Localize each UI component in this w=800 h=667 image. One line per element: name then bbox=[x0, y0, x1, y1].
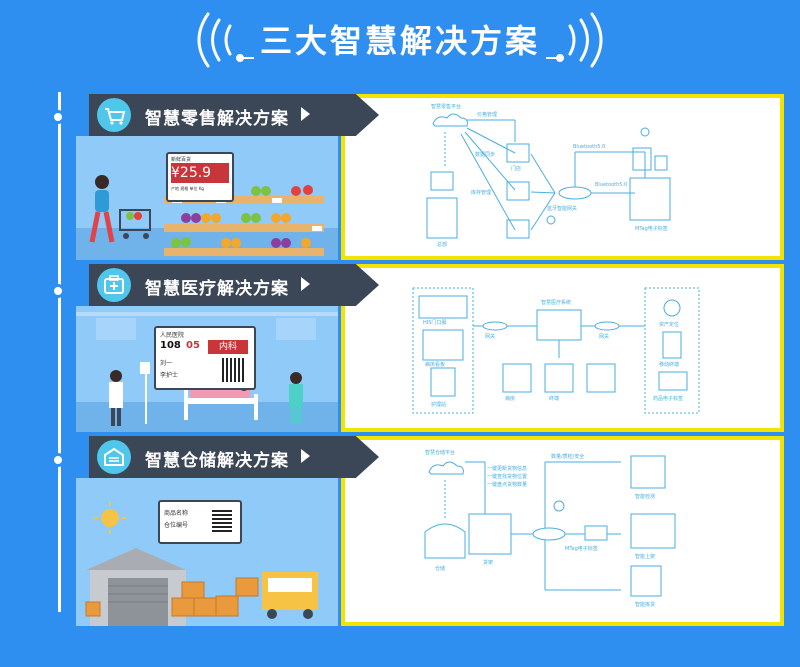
retail-bluetooth-label-2: Bluetooth5.0 bbox=[595, 182, 627, 188]
retail-mtag-label: MTag电子标签 bbox=[635, 225, 668, 232]
tag-bed-number: 108 bbox=[160, 340, 181, 351]
warehouse-store-label: 仓储 bbox=[435, 565, 445, 572]
esl-shelf-tag: 商品名称 仓位编号 bbox=[158, 500, 242, 544]
tag-line: 仓位编号 bbox=[164, 522, 189, 529]
retail-illustration: 新鲜百货 ¥25.9 产地 规格 单位 Kg bbox=[76, 136, 338, 260]
medical-illustration: 人民医院 108 05 内科 刘一 李护士 bbox=[76, 306, 338, 432]
shopping-cart-icon bbox=[97, 98, 131, 132]
warehouse-shelf-label: 货架 bbox=[483, 559, 493, 566]
banner-warehouse[interactable]: 智慧仓储解决方案 bbox=[89, 436, 379, 478]
section-warehouse: 商品名称 仓位编号 bbox=[76, 436, 784, 628]
chevron-right-icon bbox=[301, 107, 310, 121]
tag-department: 内科 bbox=[208, 340, 248, 354]
medical-kit-icon bbox=[97, 268, 131, 302]
nurse-figure bbox=[289, 372, 303, 424]
tag-line: 商品名称 bbox=[164, 510, 189, 517]
section-medical: 人民医院 108 05 内科 刘一 李护士 bbox=[76, 264, 784, 434]
tag-price: ¥25.9 bbox=[171, 163, 229, 183]
warehouse-note: 一键查找货物位置 bbox=[487, 473, 527, 480]
shopper-figure bbox=[89, 175, 151, 243]
warehouse-note: 一键更新货物信息 bbox=[487, 465, 527, 472]
tag-store-name: 新鲜百货 bbox=[171, 157, 192, 163]
timeline-dot bbox=[51, 453, 65, 467]
warehouse-put-label: 智能上架 bbox=[635, 553, 655, 560]
warehouse-flow-label: 数量/质检/安全 bbox=[551, 453, 584, 460]
retail-network-diagram: 智慧零售平台 总部 蓝牙智能网关 门店 Bluetooth5.0 Bluetoo… bbox=[426, 103, 671, 248]
truck-figure bbox=[262, 572, 318, 619]
warehouse-diagram: 智慧仓储平台 一键更新货物信息 一键查找货物位置 一键盘点货物数量 仓储 货架 … bbox=[341, 436, 784, 626]
banner-retail[interactable]: 智慧零售解决方案 bbox=[89, 94, 379, 136]
chevron-right-icon bbox=[301, 449, 310, 463]
retail-link-label: 库存管理 bbox=[471, 189, 491, 196]
chevron-right-icon bbox=[301, 277, 310, 291]
warehouse-note: 一键盘点货物数量 bbox=[487, 481, 527, 488]
retail-hq-label: 总部 bbox=[437, 241, 447, 248]
signal-decoration-icon bbox=[197, 12, 603, 68]
retail-link-label: 数据同步 bbox=[475, 151, 495, 158]
section-title: 智慧仓储解决方案 bbox=[145, 451, 289, 471]
tag-patient: 刘一 bbox=[160, 360, 173, 367]
warehouse-mtag-label: MTag电子标签 bbox=[565, 545, 598, 552]
qr-code-icon bbox=[212, 510, 232, 532]
medical-room-label: 病房 bbox=[505, 395, 515, 402]
warehouse-check-label: 智能检测 bbox=[635, 493, 655, 500]
warehouse-pick-label: 智能拣货 bbox=[635, 601, 655, 608]
warehouse-icon bbox=[97, 440, 131, 474]
tag-specs: 产地 规格 单位 Kg bbox=[171, 186, 204, 191]
warehouse-illustration: 商品名称 仓位编号 bbox=[76, 478, 338, 626]
medical-network-diagram: 智慧医疗系统 HIS门口服 网关 网关 病床看板 护理站 病房 资产定位 移动终… bbox=[412, 287, 700, 414]
doctor-figure bbox=[109, 370, 123, 426]
retail-bluetooth-label: Bluetooth5.0 bbox=[573, 144, 605, 150]
warehouse-network-diagram: 智慧仓储平台 一键更新货物信息 一键查找货物位置 一键盘点货物数量 仓储 货架 … bbox=[424, 449, 676, 608]
warehouse-building bbox=[86, 548, 186, 626]
medical-drug-label: 药品电子标签 bbox=[653, 395, 683, 402]
medical-gateway-label: 网关 bbox=[599, 333, 609, 340]
esl-bed-tag: 人民医院 108 05 内科 刘一 李护士 bbox=[154, 326, 256, 390]
tag-hospital: 人民医院 bbox=[160, 332, 185, 339]
retail-diagram: 智慧零售平台 总部 蓝牙智能网关 门店 Bluetooth5.0 Bluetoo… bbox=[341, 94, 784, 260]
header: 三大智慧解决方案 bbox=[0, 0, 800, 78]
section-retail: 新鲜百货 ¥25.9 产地 规格 单位 Kg bbox=[76, 94, 784, 262]
page-title: 三大智慧解决方案 bbox=[259, 22, 540, 60]
medical-board-label: 病床看板 bbox=[425, 361, 445, 368]
sun-icon bbox=[94, 502, 126, 534]
section-title: 智慧零售解决方案 bbox=[145, 109, 289, 129]
medical-gateway-label: 网关 bbox=[485, 333, 495, 340]
timeline-dot bbox=[51, 284, 65, 298]
timeline-line bbox=[58, 92, 61, 612]
retail-platform-label: 智慧零售平台 bbox=[431, 103, 461, 110]
retail-store-label: 门店 bbox=[511, 165, 521, 172]
qr-code-icon bbox=[222, 358, 246, 382]
medical-station-label: 护理站 bbox=[431, 401, 446, 408]
retail-gateway-label: 蓝牙智能网关 bbox=[547, 205, 577, 212]
medical-terminal-label: 终端 bbox=[549, 395, 559, 402]
medical-mobile-label: 移动终端 bbox=[659, 361, 679, 368]
retail-link-label: 价格管理 bbox=[477, 111, 497, 118]
timeline-dot bbox=[51, 110, 65, 124]
medical-system-label: 智慧医疗系统 bbox=[541, 299, 571, 306]
tag-room-number: 05 bbox=[186, 340, 200, 351]
medical-asset-label: 资产定位 bbox=[659, 321, 679, 328]
medical-diagram: 智慧医疗系统 HIS门口服 网关 网关 病床看板 护理站 病房 资产定位 移动终… bbox=[341, 264, 784, 432]
cargo-boxes bbox=[85, 577, 259, 617]
medical-his-label: HIS门口服 bbox=[423, 319, 446, 326]
tag-staff: 李护士 bbox=[160, 372, 179, 379]
section-title: 智慧医疗解决方案 bbox=[145, 279, 289, 299]
esl-price-tag: 新鲜百货 ¥25.9 产地 规格 单位 Kg bbox=[166, 152, 234, 202]
banner-medical[interactable]: 智慧医疗解决方案 bbox=[89, 264, 379, 306]
warehouse-platform-label: 智慧仓储平台 bbox=[425, 449, 455, 456]
